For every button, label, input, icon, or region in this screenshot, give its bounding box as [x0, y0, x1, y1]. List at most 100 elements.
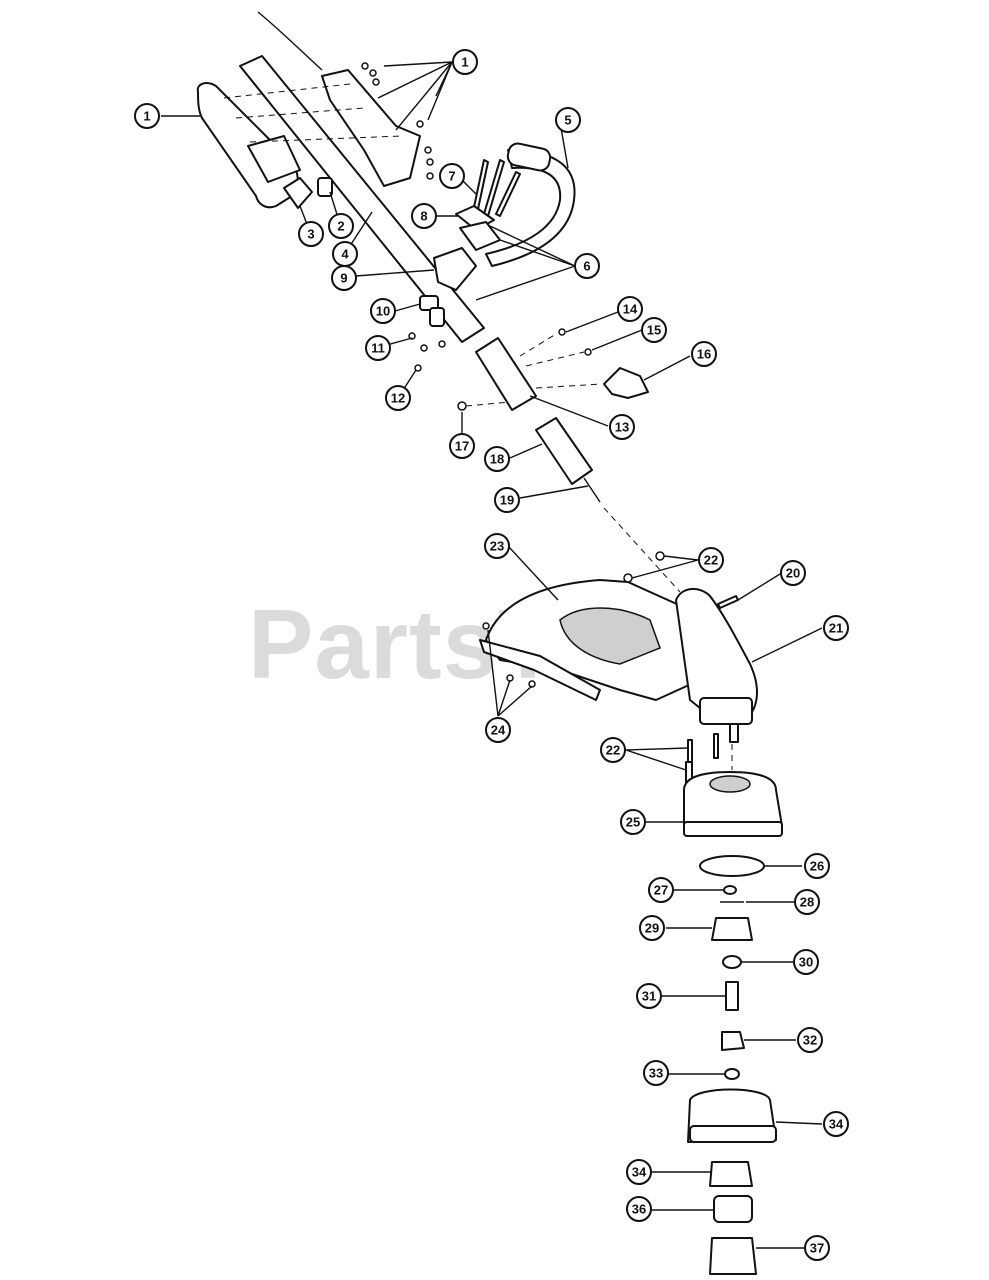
alignment-line	[603, 507, 681, 593]
svg-text:14: 14	[623, 302, 638, 317]
svg-text:37: 37	[810, 1241, 824, 1256]
svg-text:6: 6	[583, 259, 590, 274]
svg-text:26: 26	[810, 859, 824, 874]
svg-text:31: 31	[642, 989, 656, 1004]
screw	[528, 680, 536, 688]
housing-hub	[709, 775, 751, 793]
drive-shaft	[583, 477, 601, 503]
svg-text:17: 17	[455, 439, 469, 454]
svg-text:15: 15	[647, 323, 661, 338]
svg-text:4: 4	[341, 247, 349, 262]
alignment-line	[535, 383, 603, 389]
svg-text:12: 12	[391, 391, 405, 406]
callout-32: 32	[797, 1027, 823, 1053]
callout-18: 18	[484, 446, 510, 472]
svg-text:16: 16	[697, 347, 711, 362]
callout-34: 34	[626, 1159, 652, 1185]
nut	[655, 551, 665, 561]
callout-26: 27	[648, 877, 674, 903]
callout-31: 31	[636, 983, 662, 1009]
screw	[482, 622, 490, 630]
bolt	[495, 171, 521, 217]
clamp-upper	[459, 221, 501, 251]
trigger-panel	[247, 135, 301, 183]
svg-text:11: 11	[371, 341, 385, 356]
washer-33	[724, 1068, 740, 1080]
output-shaft	[729, 723, 739, 743]
callout-30: 30	[793, 949, 819, 975]
nut	[558, 328, 566, 336]
svg-text:9: 9	[340, 271, 347, 286]
spacer	[419, 295, 439, 311]
handle-half-right	[321, 69, 421, 187]
outer-housing	[683, 771, 783, 829]
parts-drawing	[196, 11, 783, 1275]
svg-text:27: 27	[654, 883, 668, 898]
svg-text:23: 23	[490, 539, 504, 554]
svg-text:22: 22	[704, 553, 718, 568]
spacer-2	[429, 307, 445, 327]
post	[721, 1031, 745, 1051]
callout-1: 1	[452, 49, 478, 75]
svg-text:3: 3	[307, 227, 314, 242]
callout-15: 15	[641, 317, 667, 343]
callout-1: 1	[134, 103, 160, 129]
callout-36: 36	[626, 1196, 652, 1222]
svg-text:18: 18	[490, 452, 504, 467]
svg-text:5: 5	[564, 113, 571, 128]
callout-33: 33	[643, 1060, 669, 1086]
svg-text:19: 19	[500, 493, 514, 508]
throttle-cable	[257, 11, 323, 71]
svg-text:24: 24	[491, 723, 506, 738]
screw-22	[713, 733, 719, 759]
callout-3: 3	[298, 221, 324, 247]
washer	[723, 885, 737, 895]
nut	[623, 573, 633, 583]
svg-text:34: 34	[829, 1117, 844, 1132]
outer-housing-rim	[683, 821, 783, 837]
svg-text:13: 13	[615, 420, 629, 435]
assist-handle-bar	[485, 149, 576, 267]
callout-27: 26	[804, 853, 830, 879]
callout-2: 2	[328, 213, 354, 239]
screw	[584, 348, 592, 356]
washer-30	[722, 955, 742, 969]
svg-text:22: 22	[606, 743, 620, 758]
callout-17: 17	[449, 433, 475, 459]
alignment-line	[519, 333, 557, 357]
gearhead-base	[699, 697, 753, 725]
shield-bracket	[479, 639, 601, 701]
callout-8: 8	[411, 203, 437, 229]
o-ring	[699, 855, 765, 877]
svg-text:30: 30	[799, 955, 813, 970]
svg-text:8: 8	[420, 209, 427, 224]
assist-handle-grip	[506, 142, 552, 172]
callout-7: 7	[439, 163, 465, 189]
nut-17	[457, 401, 467, 411]
spool-flange	[689, 1125, 777, 1143]
svg-text:25: 25	[626, 815, 640, 830]
handle-screws	[361, 62, 434, 180]
clamp-lower	[433, 247, 477, 291]
alignment-line	[465, 401, 511, 407]
callout-28: 28	[794, 889, 820, 915]
clamp-screws	[408, 332, 446, 372]
callout-20: 20	[780, 560, 806, 586]
knob	[603, 367, 649, 399]
svg-text:32: 32	[803, 1033, 817, 1048]
callout-14: 14	[617, 296, 643, 322]
shaft-coupler	[475, 337, 537, 411]
callout-34: 34	[823, 1111, 849, 1137]
svg-text:34: 34	[632, 1165, 647, 1180]
svg-text:10: 10	[376, 304, 390, 319]
svg-text:2: 2	[337, 219, 344, 234]
debris-shield-recess	[559, 607, 661, 665]
callout-21: 21	[823, 615, 849, 641]
callout-29: 29	[639, 915, 665, 941]
svg-text:36: 36	[632, 1202, 646, 1217]
callout-12: 12	[385, 385, 411, 411]
leader-lines	[161, 61, 823, 1249]
spring-34	[709, 1161, 753, 1187]
trigger-spring	[317, 177, 333, 197]
